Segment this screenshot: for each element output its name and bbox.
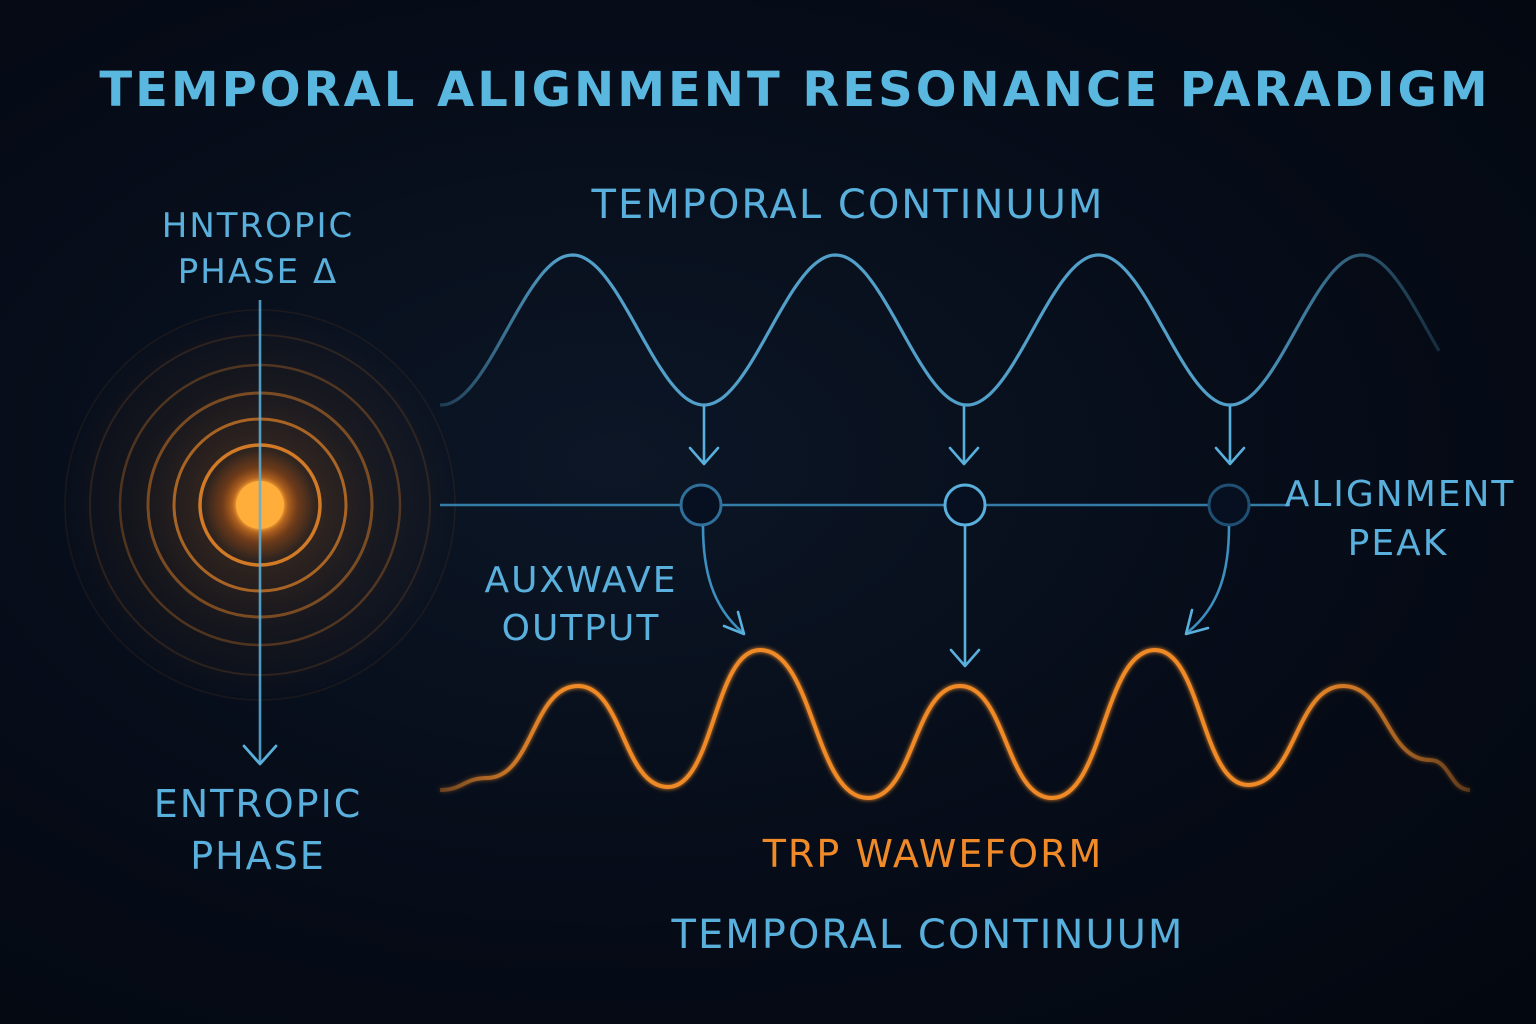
trp-waveform — [439, 647, 1471, 801]
alignment-peak-label-line2: PEAK — [1348, 523, 1449, 564]
connector-1 — [701, 525, 743, 633]
hntropic-label-line2: PHASE Δ — [178, 252, 338, 292]
node-connectors — [701, 525, 1231, 668]
connector-arrowhead-1 — [722, 610, 746, 636]
trough-arrowhead-3 — [1214, 446, 1246, 466]
alignment-peak-label-line1: ALIGNMENT — [1285, 474, 1516, 515]
auxwave-label-line2: OUTPUT — [502, 608, 661, 649]
connector-arrowhead-2 — [949, 648, 981, 668]
alignment-node-2 — [943, 483, 987, 527]
continuum-top-label: TEMPORAL CONTINUUM — [591, 182, 1105, 228]
connector-3 — [1187, 525, 1231, 634]
trough-arrowhead-1 — [688, 446, 720, 466]
alignment-node-1 — [679, 483, 723, 527]
trough-arrowhead-2 — [948, 446, 980, 466]
trough-arrows — [688, 406, 1246, 466]
hntropic-label-line1: HNTROPIC — [162, 206, 354, 246]
entropic-label-line2: PHASE — [190, 834, 326, 878]
continuum-wave — [439, 253, 1441, 407]
phase-axis-arrowhead — [242, 744, 278, 766]
entropic-label-line1: ENTROPIC — [154, 782, 363, 826]
alignment-node-3 — [1207, 483, 1251, 527]
diagram-title: TEMPORAL ALIGNMENT RESONANCE PARADIGM — [99, 62, 1490, 118]
auxwave-label-line1: AUXWAVE — [485, 560, 678, 601]
connector-arrowhead-3 — [1184, 608, 1210, 636]
continuum-bottom-label: TEMPORAL CONTINUUM — [671, 912, 1185, 958]
trp-waveform-label: TRP WAWEFORM — [762, 832, 1104, 876]
